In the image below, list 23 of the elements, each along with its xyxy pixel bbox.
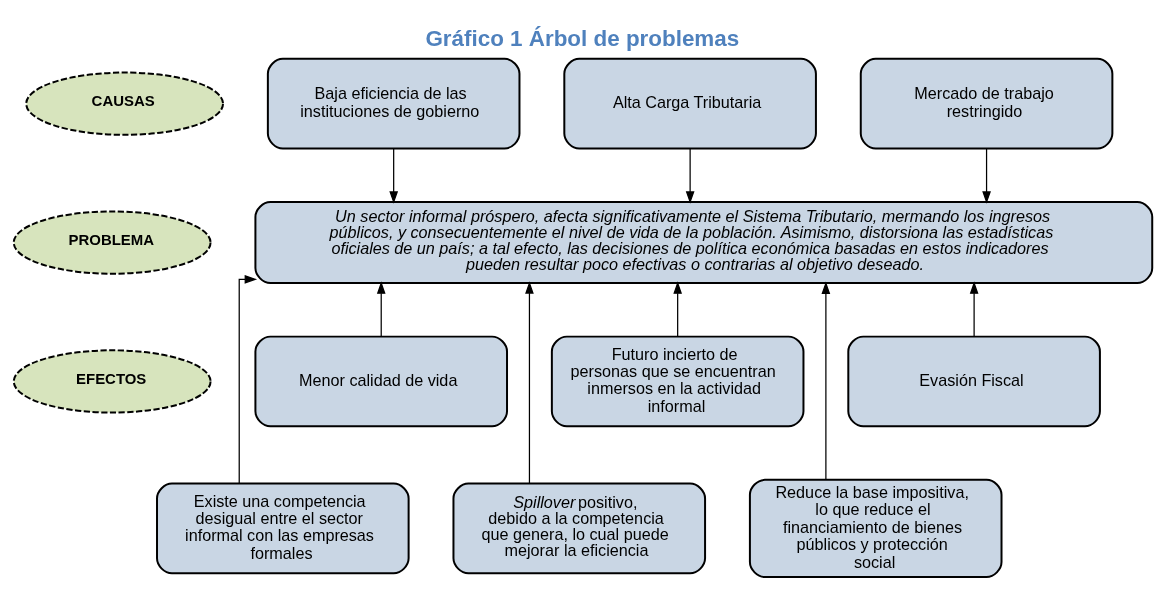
node-box: Spillover positivo, debido a la competencia que genera, lo cual puede mejorar la eficiencia — [452, 482, 707, 574]
node-ellipse: CAUSAS — [25, 71, 225, 136]
node-box: Mercado de trabajo restringido — [859, 57, 1114, 150]
arrow — [821, 280, 831, 480]
node-ellipse: PROBLEMA — [12, 209, 212, 275]
arrow — [389, 147, 399, 204]
arrow — [238, 274, 258, 484]
arrow — [525, 280, 534, 484]
node-box: Menor calidad de vida — [254, 335, 508, 427]
arrow — [673, 280, 683, 337]
node-box: Reduce la base impositiva, lo que reduce el financiamiento de bienes públicos y protección social — [748, 478, 1003, 578]
node-box: Evasión Fiscal — [847, 335, 1101, 427]
arrow — [969, 280, 979, 337]
arrow — [982, 147, 991, 204]
node-box: Futuro incierto de personas que se encuentran inmersos en la actividad informal — [550, 335, 805, 427]
arrow — [376, 280, 386, 337]
diagram-title: Gráfico 1 Árbol de problemas — [425, 25, 740, 51]
arrow — [685, 147, 695, 204]
node-box: Existe una competencia desigual entre el sector informal con las empresas formales — [156, 482, 410, 574]
node-box: Un sector informal próspero, afecta significativamente el Sistema Tributario, mermando los ingresos públicos, y consecuentemente el nivel de vida de la población. Asimismo, distorsiona las estadísticas oficiales de un país; a tal efecto, las decisiones de política económica basadas en estos indicadores pueden resultar poco efectivas o contrarias al objetivo deseado. — [254, 200, 1154, 284]
node-ellipse: EFECTOS — [12, 348, 212, 414]
node-box: Baja eficiencia de las instituciones de gobierno — [266, 57, 521, 150]
node-box: Alta Carga Tributaria — [563, 57, 817, 150]
